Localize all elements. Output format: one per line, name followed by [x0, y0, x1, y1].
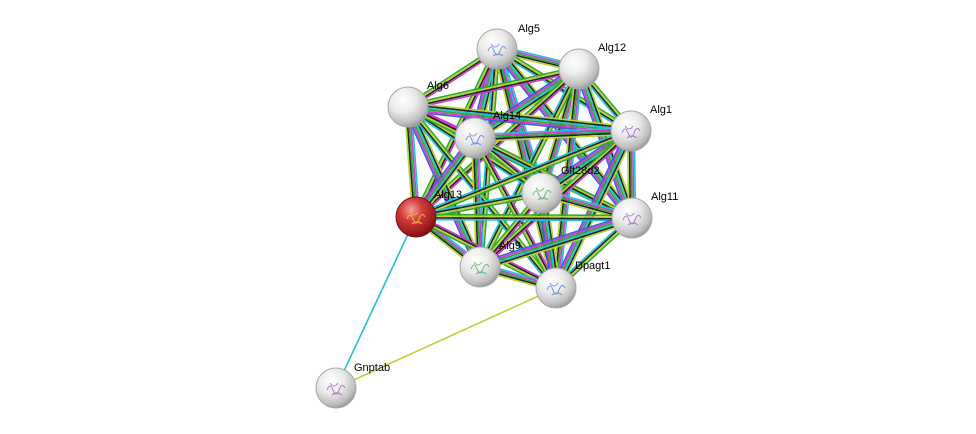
edge-alg11-alg9	[478, 213, 631, 264]
edge-alg11-alg9	[478, 214, 632, 266]
structure-icon-alg1	[621, 125, 641, 139]
edge-glt28d2-alg13	[415, 191, 542, 217]
structure-icon-dpagt1	[546, 282, 566, 296]
node-sphere-gnptab[interactable]	[315, 367, 357, 409]
edge-alg14-alg1	[475, 131, 632, 141]
node-label-gnptab: Gnptab	[354, 362, 390, 374]
edge-alg12-alg6	[408, 69, 580, 109]
node-alg9[interactable]: Alg9	[459, 240, 521, 288]
edge-alg1-alg13	[414, 127, 631, 216]
edge-alg14-alg1	[474, 128, 631, 138]
edge-alg1-alg13	[416, 131, 632, 219]
structure-icon-alg9	[470, 261, 490, 275]
structure-icon-gnptab	[326, 382, 346, 396]
edge-alg14-dpagt1	[475, 137, 558, 288]
node-alg12[interactable]: Alg12	[558, 42, 626, 90]
node-dpagt1[interactable]: Dpagt1	[535, 260, 610, 309]
node-label-alg14: Alg14	[493, 110, 521, 122]
edge-alg6-dpagt1	[408, 105, 558, 288]
edge-alg12-alg6	[407, 67, 579, 107]
node-sphere-alg5[interactable]	[476, 28, 518, 70]
edge-alg12-alg6	[408, 70, 580, 111]
edge-alg1-dpagt1	[557, 131, 635, 290]
edge-alg12-alg14	[473, 66, 579, 137]
edge-glt28d2-alg13	[415, 189, 542, 216]
node-alg5[interactable]: Alg5	[476, 23, 540, 70]
node-label-alg9: Alg9	[499, 240, 521, 252]
edge-alg11-alg9	[481, 221, 634, 272]
edge-alg14-alg1	[474, 126, 631, 136]
edge-alg12-alg14	[474, 67, 579, 138]
edge-alg5-alg1	[495, 50, 631, 134]
edge-alg12-alg14	[472, 64, 578, 136]
node-sphere-dpagt1[interactable]	[535, 267, 577, 309]
edge-alg13-alg11	[416, 213, 633, 217]
structure-icon-alg14	[465, 132, 485, 146]
edge-alg6-dpagt1	[409, 104, 559, 287]
node-sphere-alg1[interactable]	[610, 110, 652, 152]
edge-alg1-alg13	[416, 132, 633, 221]
node-label-alg1: Alg1	[650, 104, 672, 116]
edge-alg5-alg1	[497, 46, 633, 130]
node-sphere-alg11[interactable]	[611, 197, 653, 239]
node-sphere-alg9[interactable]	[459, 246, 501, 288]
edge-alg1-alg13	[415, 129, 631, 217]
node-alg1[interactable]: Alg1	[610, 104, 672, 152]
edges-layer	[335, 44, 637, 389]
structure-icon-glt28d2	[532, 187, 552, 201]
edge-alg13-alg11	[415, 218, 632, 222]
edge-alg6-alg9	[409, 105, 484, 267]
structure-icon-alg13	[406, 211, 426, 225]
edge-alg5-alg1	[496, 49, 631, 133]
edge-alg5-alg1	[497, 47, 632, 131]
node-glt28d2[interactable]: Glt28d2	[521, 165, 600, 214]
node-label-dpagt1: Dpagt1	[575, 260, 610, 272]
structure-icon-alg5	[487, 43, 507, 57]
node-label-alg12: Alg12	[598, 42, 626, 54]
edge-alg13-alg11	[416, 215, 633, 218]
edge-alg6-alg1	[408, 103, 632, 130]
node-label-alg6: Alg6	[427, 80, 449, 92]
edge-alg14-alg1	[475, 133, 632, 143]
edge-alg11-alg9	[480, 219, 634, 271]
node-alg13[interactable]: Alg13	[395, 189, 462, 238]
node-alg11[interactable]: Alg11	[611, 191, 678, 239]
node-gnptab[interactable]: Gnptab	[315, 362, 390, 409]
node-label-alg5: Alg5	[518, 23, 540, 35]
edge-alg6-alg9	[411, 104, 485, 266]
edge-alg6-alg1	[408, 105, 632, 131]
edge-alg12-alg6	[407, 65, 579, 106]
edge-alg11-alg9	[480, 218, 633, 269]
edge-alg14-dpagt1	[476, 136, 559, 288]
structure-icon-alg11	[622, 212, 642, 226]
edge-alg14-alg11	[475, 135, 634, 217]
node-label-alg13: Alg13	[434, 189, 462, 201]
edge-alg11-alg9	[479, 216, 632, 267]
node-sphere-glt28d2[interactable]	[521, 172, 563, 214]
edge-dpagt1-gnptab	[335, 287, 557, 389]
edge-alg13-gnptab	[335, 216, 417, 389]
edge-alg6-alg1	[407, 107, 631, 133]
node-alg6[interactable]: Alg6	[387, 80, 449, 128]
edge-alg6-alg1	[408, 101, 632, 128]
node-label-glt28d2: Glt28d2	[561, 165, 600, 177]
node-sphere-alg6[interactable]	[387, 86, 429, 128]
edge-alg14-dpagt1	[473, 138, 556, 289]
node-alg14[interactable]: Alg14	[454, 110, 521, 159]
node-sphere-alg14[interactable]	[454, 117, 496, 159]
node-sphere-alg13[interactable]	[395, 196, 437, 238]
node-sphere-alg12[interactable]	[558, 48, 600, 90]
edge-alg14-alg1	[474, 130, 632, 139]
edge-alg13-alg11	[415, 217, 632, 220]
node-label-alg11: Alg11	[651, 191, 678, 203]
